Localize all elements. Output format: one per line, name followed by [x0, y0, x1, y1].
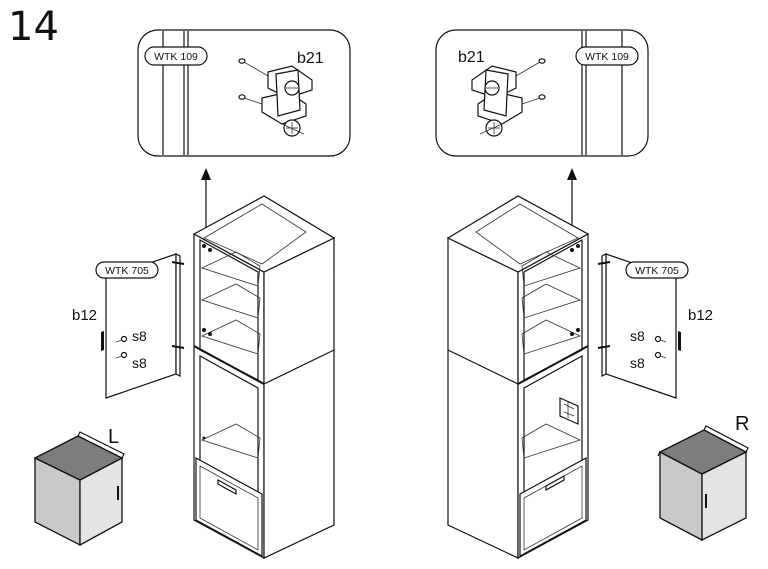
callout-frame	[137, 29, 351, 157]
cabinet-icon: L	[33, 426, 125, 547]
callout-frame	[435, 29, 649, 157]
door-tag	[625, 261, 689, 279]
door-right: WTK 705 b12 s8 s8	[597, 253, 713, 399]
callout-tag	[144, 46, 208, 66]
orientation-right-label: R	[735, 413, 749, 435]
callout-tag	[575, 46, 639, 66]
hinge-part-label: b21	[297, 50, 324, 67]
step-number: 14	[8, 4, 59, 50]
screw-bottom-label: s8	[132, 355, 147, 371]
door-code-label: WTK 705	[105, 265, 149, 277]
hinge-icon	[238, 58, 313, 137]
tall-cabinet-left	[192, 195, 336, 560]
door-code-label: WTK 705	[635, 265, 679, 277]
screw-top-label: s8	[630, 328, 645, 344]
cabinet-icon: R	[657, 413, 749, 542]
door-left: WTK 705 b12 s8 s8	[72, 253, 185, 399]
hinge-part-label: b21	[458, 49, 485, 66]
orientation-left-label: L	[108, 426, 119, 448]
callout-code-label: WTK 109	[154, 51, 198, 63]
callout-right: WTK 109 b21	[435, 29, 649, 157]
door-part-label: b12	[688, 307, 713, 324]
screw-icon	[115, 335, 128, 359]
screw-top-label: s8	[132, 328, 147, 344]
tall-cabinet-right	[446, 195, 590, 560]
screw-bottom-label: s8	[630, 355, 645, 371]
door-part-label: b12	[72, 307, 97, 324]
door-tag	[95, 261, 159, 279]
hinge-icon	[471, 58, 546, 137]
callout-left: WTK 109 b21	[137, 29, 351, 157]
screw-icon	[654, 335, 667, 359]
callout-code-label: WTK 109	[585, 51, 629, 63]
